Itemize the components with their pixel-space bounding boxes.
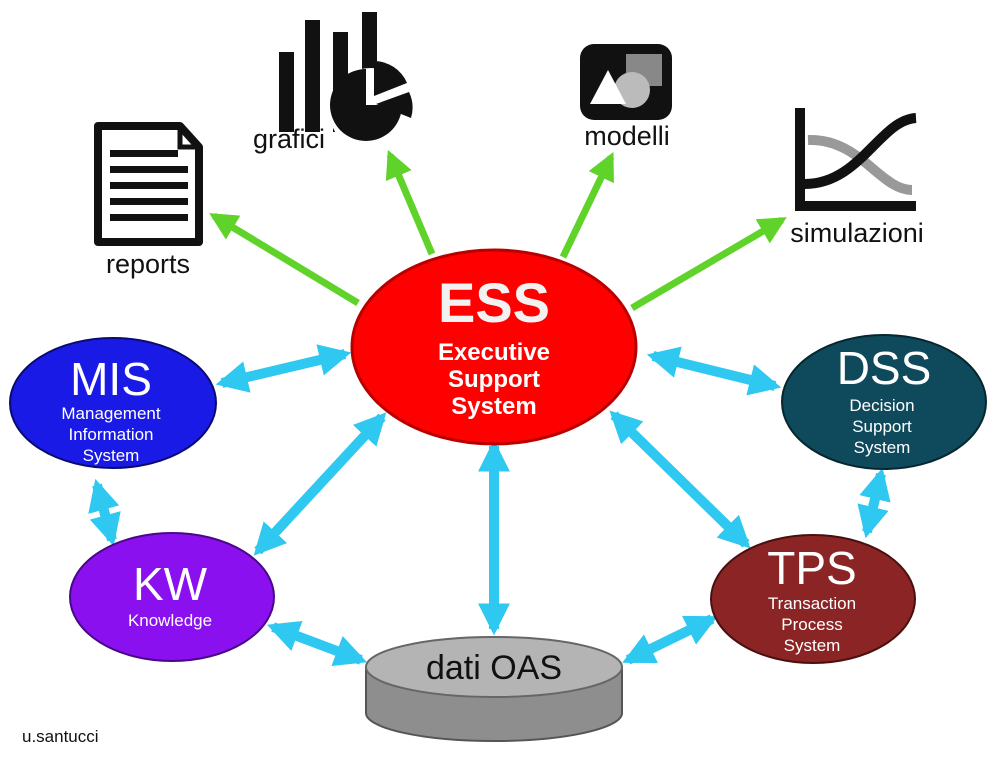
kw-line-1: Knowledge xyxy=(128,611,212,630)
arrow-ess-dss xyxy=(646,346,782,396)
arrow-ess-kw xyxy=(253,412,387,556)
arrow-to-modelli xyxy=(559,151,615,259)
dss-node: DSS Decision Support System xyxy=(781,334,987,470)
dss-line-2: Support xyxy=(852,417,912,436)
kw-abbr: KW xyxy=(133,558,208,610)
ess-line-1: Executive xyxy=(438,339,550,366)
database-label: dati OAS xyxy=(426,649,562,687)
mis-line-2: Information xyxy=(68,425,153,444)
dss-line-3: System xyxy=(854,438,911,457)
arrow-to-reports xyxy=(209,213,360,306)
arrow-tps-database xyxy=(622,614,718,665)
mis-line-1: Management xyxy=(61,404,161,423)
author-credit: u.santucci xyxy=(22,727,99,746)
arrow-dss-tps xyxy=(857,467,891,539)
dss-abbr: DSS xyxy=(837,342,932,394)
ess-line-2: Support xyxy=(448,366,540,393)
modelli-label: modelli xyxy=(584,121,670,151)
arrow-ess-mis xyxy=(215,344,352,393)
simulation-graph-icon xyxy=(795,108,917,211)
reports-label: reports xyxy=(106,249,190,279)
ess-node: ESS Executive Support System xyxy=(350,248,638,446)
tps-node: TPS Transaction Process System xyxy=(710,534,916,664)
tps-line-1: Transaction xyxy=(768,594,856,613)
grafici-label: grafici xyxy=(253,124,325,154)
ess-line-3: System xyxy=(451,393,536,420)
mis-node: MIS Management Information System xyxy=(9,337,217,469)
reports-icon xyxy=(94,122,203,246)
database-node: dati OAS xyxy=(365,636,623,742)
arrow-kw-database xyxy=(267,621,367,666)
kw-node: KW Knowledge xyxy=(69,532,275,662)
simulazioni-label: simulazioni xyxy=(790,218,924,248)
shapes-icon xyxy=(580,44,672,120)
dss-line-1: Decision xyxy=(849,396,914,415)
chart-icon xyxy=(279,12,413,152)
mis-abbr: MIS xyxy=(70,353,152,405)
mis-line-3: System xyxy=(83,446,140,465)
arrow-to-grafici xyxy=(385,149,436,256)
arrow-mis-kw xyxy=(88,478,121,547)
arrow-ess-tps xyxy=(609,410,751,549)
tps-line-2: Process xyxy=(781,615,842,634)
tps-line-3: System xyxy=(784,636,841,655)
arrow-to-simulazioni xyxy=(630,216,787,312)
tps-abbr: TPS xyxy=(767,542,856,594)
ess-abbr: ESS xyxy=(438,271,550,334)
